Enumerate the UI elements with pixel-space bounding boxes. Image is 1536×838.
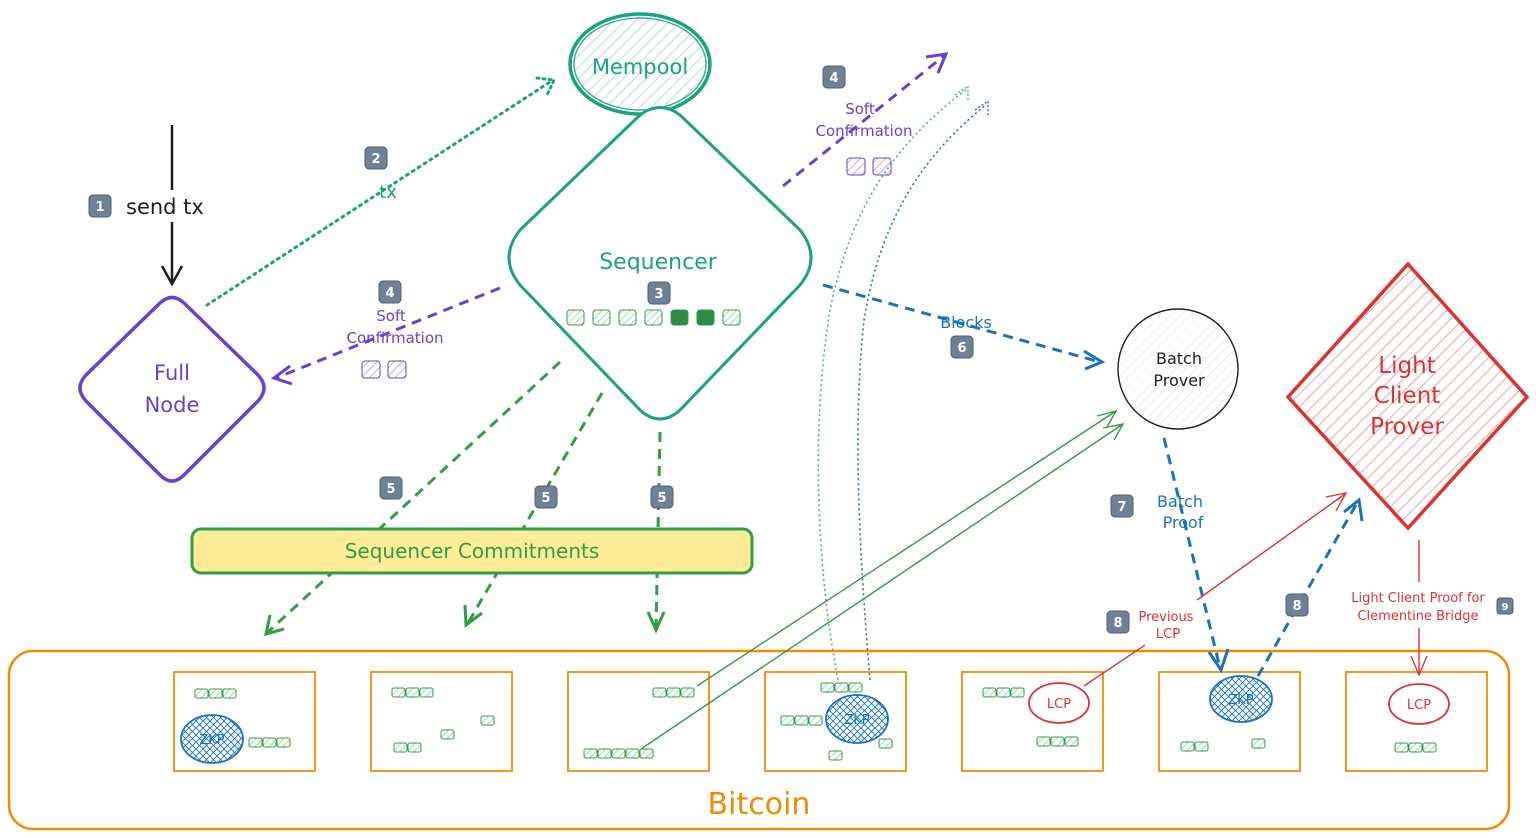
full-node-label-2: Node [145, 393, 200, 417]
bitcoin-container: Bitcoin [7, 649, 1511, 831]
batch-prover-node: Batch Prover [1117, 308, 1239, 430]
light-client-proof-arrow [1410, 540, 1428, 677]
svg-text:5: 5 [657, 491, 666, 506]
sequencer-commitments-label: Sequencer Commitments [345, 539, 600, 563]
soft-confirmation-arrow-left [270, 286, 501, 386]
lcp-label: LCP [1047, 697, 1071, 712]
svg-text:Proof: Proof [1163, 513, 1204, 532]
block-data-lines [640, 409, 1125, 750]
bitcoin-block-5: LCP [961, 671, 1104, 772]
mempool-node: Mempool [568, 12, 712, 116]
svg-text:Confirmation: Confirmation [815, 122, 912, 140]
bitcoin-block-4: ZKP [764, 671, 907, 772]
step-badge-8-zkp: 8 [1285, 593, 1309, 617]
step-badge-3: 3 [647, 281, 671, 305]
step-badge-8-lcp: 8 [1106, 610, 1130, 634]
light-client-proof-label: Light Client Proof for Clementine Bridge [1351, 591, 1485, 624]
tx-arrow [205, 76, 557, 307]
send-tx-label: send tx [126, 195, 204, 219]
send-tx-arrow [160, 125, 184, 287]
bitcoin-block-2 [370, 671, 513, 772]
blocks-label: Blocks [940, 313, 992, 332]
zkp-label: ZKP [844, 713, 869, 728]
lcp-node-label-3: Prover [1370, 414, 1444, 440]
mempool-return-curves [817, 84, 989, 681]
soft-confirmation-arrow-upper [782, 52, 949, 188]
svg-text:5: 5 [386, 482, 395, 497]
sequencer-block-queue [566, 309, 741, 326]
step-badge-1: 1 [88, 194, 112, 218]
step-badge-2: 2 [364, 146, 388, 170]
lcp-label: LCP [1407, 698, 1431, 713]
svg-text:3: 3 [654, 287, 663, 302]
svg-text:Light Client Proof for: Light Client Proof for [1351, 591, 1485, 606]
sequencer-commitments-bar: Sequencer Commitments [190, 527, 754, 575]
previous-lcp-arrow [1083, 492, 1348, 687]
svg-text:2: 2 [371, 152, 380, 167]
svg-text:9: 9 [1502, 602, 1509, 613]
svg-text:Previous: Previous [1139, 610, 1194, 625]
svg-text:Soft: Soft [376, 307, 406, 325]
bitcoin-block-7: LCP [1345, 671, 1488, 772]
zkp-label: ZKP [199, 733, 224, 748]
step-badge-5-right: 5 [650, 485, 674, 509]
zkp-to-lcp-arrow [1256, 497, 1364, 677]
zkp-label: ZKP [1228, 693, 1253, 708]
light-client-prover-node: Light Client Prover [1285, 261, 1530, 531]
step-badge-4-upper: 4 [822, 65, 846, 89]
soft-confirmation-label-left: Soft Confirmation [346, 307, 444, 379]
bitcoin-block-1: ZKP [173, 671, 316, 772]
svg-text:Confirmation: Confirmation [346, 329, 443, 347]
svg-text:7: 7 [1117, 500, 1126, 515]
batch-prover-label-1: Batch [1156, 349, 1202, 368]
sequencer-node: Sequencer [507, 106, 813, 421]
bitcoin-label: Bitcoin [708, 787, 811, 822]
step-badge-5-middle: 5 [534, 485, 558, 509]
svg-text:LCP: LCP [1156, 627, 1180, 642]
svg-text:4: 4 [385, 286, 394, 301]
lcp-node-label-1: Light [1378, 353, 1435, 379]
bitcoin-block-3 [567, 671, 710, 772]
svg-text:5: 5 [541, 491, 550, 506]
full-node: Full Node [78, 295, 266, 483]
tx-label: tx [379, 182, 397, 203]
lcp-node-label-2: Client [1374, 383, 1441, 409]
step-badge-4-left: 4 [378, 280, 402, 304]
svg-text:1: 1 [95, 200, 104, 215]
blocks-arrow [822, 283, 1106, 371]
svg-text:Clementine Bridge: Clementine Bridge [1357, 609, 1478, 624]
svg-text:8: 8 [1113, 616, 1122, 631]
sequencer-label: Sequencer [599, 250, 718, 275]
batch-proof-label: Batch Proof [1157, 492, 1204, 532]
step-badge-9: 9 [1496, 597, 1514, 615]
bitcoin-block-6: ZKP [1158, 671, 1301, 772]
full-node-label-1: Full [154, 361, 190, 385]
svg-text:Soft: Soft [845, 100, 875, 118]
mempool-label: Mempool [592, 55, 688, 79]
batch-proof-arrow [1162, 437, 1230, 674]
previous-lcp-label: Previous LCP [1139, 610, 1194, 642]
soft-confirmation-label-upper: Soft Confirmation [815, 100, 913, 176]
svg-text:Batch: Batch [1157, 492, 1203, 511]
svg-text:8: 8 [1292, 599, 1301, 614]
svg-text:4: 4 [829, 71, 838, 86]
step-badge-5-left: 5 [379, 476, 403, 500]
batch-prover-label-2: Prover [1153, 371, 1205, 390]
step-badge-7: 7 [1110, 494, 1134, 518]
step-badge-6: 6 [950, 335, 974, 359]
svg-text:6: 6 [957, 341, 966, 356]
commitment-arrows [264, 360, 666, 637]
